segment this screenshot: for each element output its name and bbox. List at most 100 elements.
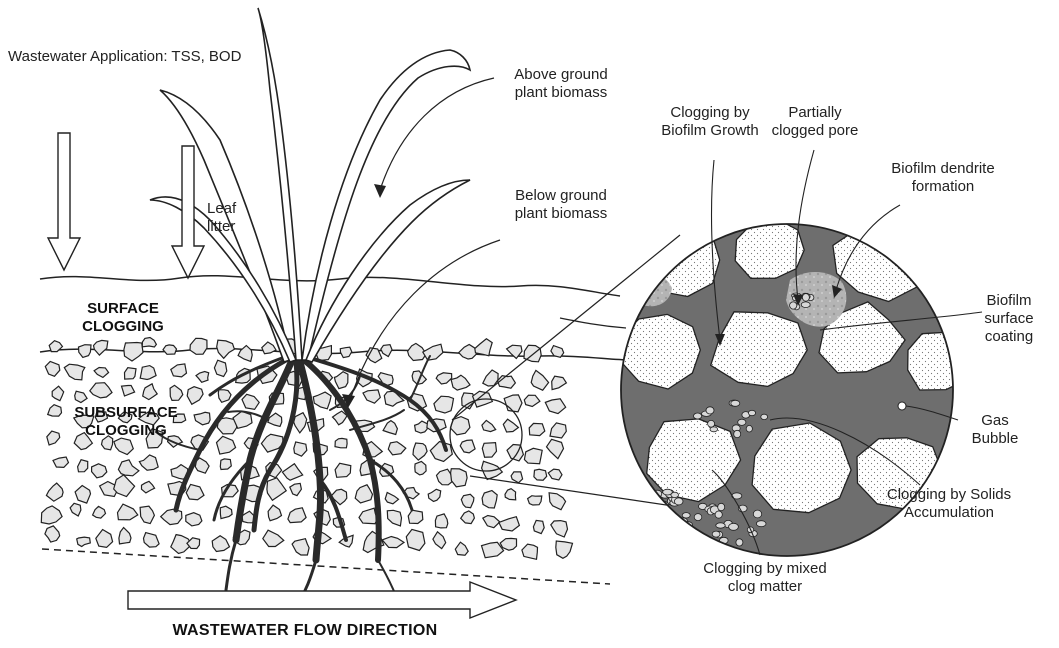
solid-particle <box>718 503 725 510</box>
solid-particle <box>731 400 740 406</box>
gravel-stone <box>118 460 138 476</box>
gravel-stone <box>524 395 540 406</box>
solid-particle <box>682 513 690 518</box>
gravel-stone <box>423 344 443 360</box>
gravel-stone <box>382 537 404 548</box>
gravel-stone <box>505 489 516 500</box>
gravel-stone <box>340 347 352 357</box>
label-above-ground: Above ground plant biomass <box>506 66 616 102</box>
label-biofilm-dendrite: Biofilm dendrite formation <box>888 160 998 196</box>
gravel-stone <box>483 516 500 528</box>
gravel-media <box>41 338 572 560</box>
gravel-stone <box>435 514 447 528</box>
gravel-stone <box>288 508 306 523</box>
gravel-stone <box>170 385 183 400</box>
gravel-stone <box>545 399 565 414</box>
gravel-stone <box>46 483 63 501</box>
label-partially-clogged-pore: Partially clogged pore <box>770 104 860 140</box>
solid-particle <box>746 425 752 432</box>
gravel-stone <box>511 472 522 483</box>
solid-particle <box>708 420 715 427</box>
gravel-stone <box>75 391 87 402</box>
solid-particle <box>715 511 722 518</box>
gravel-stone <box>498 376 516 389</box>
gravel-stone <box>140 506 154 523</box>
solid-particle <box>761 414 768 419</box>
gravel-stone <box>428 489 441 501</box>
gravel-stone <box>93 506 106 518</box>
gravel-stone <box>434 396 454 413</box>
solid-particle <box>663 489 673 495</box>
gravel-stone <box>124 343 143 362</box>
gravel-stone <box>552 376 567 389</box>
gravel-stone <box>94 340 108 355</box>
gas-bubble <box>898 402 906 410</box>
label-biofilm-surface-coating: Biofilm surface coating <box>964 292 1054 346</box>
gravel-stone <box>114 438 133 454</box>
gravel-stone <box>171 364 187 377</box>
label-wastewater-application: Wastewater Application: TSS, BOD <box>8 48 148 66</box>
gravel-stone <box>122 386 135 397</box>
gravel-stone <box>333 411 348 425</box>
gravel-stone <box>53 457 69 467</box>
gravel-stone <box>262 342 276 354</box>
gravel-stone <box>214 360 226 376</box>
solid-particle <box>716 523 725 528</box>
gravel-stone <box>533 520 544 533</box>
gravel-stone <box>70 503 81 516</box>
gravel-stone <box>482 542 504 557</box>
gravel-stone <box>217 340 235 358</box>
gravel-stone <box>451 469 468 487</box>
gravel-stone <box>548 469 562 480</box>
gravel-stone <box>459 345 478 360</box>
gravel-stone <box>292 539 309 555</box>
solid-particle <box>738 419 746 425</box>
ground-surface-line <box>40 276 620 296</box>
gravel-stone <box>41 506 62 524</box>
gravel-stone <box>504 395 522 412</box>
solid-particle <box>801 302 810 308</box>
gravel-stone <box>355 485 372 503</box>
gravel-stone <box>212 536 229 552</box>
gravel-stone <box>359 508 377 524</box>
gravel-stone <box>551 521 568 537</box>
gravel-stone <box>186 513 202 526</box>
label-leaf-litter: Leaf litter <box>207 200 259 236</box>
gravel-stone <box>528 496 542 505</box>
solid-particle <box>753 510 761 518</box>
gravel-stone <box>92 464 107 478</box>
solid-particle <box>694 514 702 521</box>
gravel-stone <box>161 509 182 524</box>
gravel-stone <box>387 510 401 526</box>
solid-particle <box>802 294 809 302</box>
media-grain <box>928 242 996 298</box>
gravel-stone <box>144 533 160 548</box>
gravel-stone <box>313 392 331 409</box>
gravel-stone <box>96 530 113 548</box>
media-grain <box>633 226 719 297</box>
solid-particle <box>706 407 714 414</box>
gravel-stone <box>45 362 60 377</box>
gravel-stone <box>267 478 286 501</box>
gravel-stone <box>455 542 468 555</box>
gravel-stone <box>294 413 307 433</box>
gravel-stone <box>406 529 425 550</box>
gravel-stone <box>242 394 259 409</box>
gravel-stone <box>119 528 131 544</box>
solid-particle <box>736 539 743 546</box>
gravel-stone <box>335 463 351 477</box>
label-clogging-solids: Clogging by Solids Accumulation <box>884 486 1014 522</box>
solid-particle <box>756 521 766 527</box>
gravel-stone <box>483 370 498 386</box>
gravel-stone <box>556 541 573 558</box>
gravel-stone <box>114 475 135 497</box>
gravel-stone <box>140 366 156 380</box>
gravel-stone <box>218 390 231 403</box>
gravel-stone <box>461 511 475 524</box>
gravel-stone <box>52 386 64 401</box>
gravel-stone <box>220 459 231 470</box>
gravel-stone <box>90 383 112 398</box>
gravel-stone <box>263 530 284 546</box>
gravel-stone <box>294 442 307 456</box>
